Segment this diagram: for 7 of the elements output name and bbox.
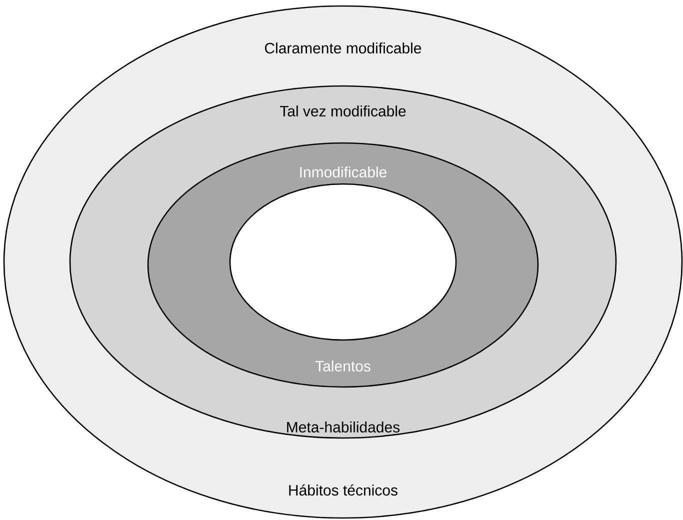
ring-label: Meta-habilidades (287, 422, 400, 432)
ring-label: Claramente modificable (264, 42, 422, 54)
ring-label: Hábitos técnicos (289, 484, 398, 496)
ring-label: Inmodificable (300, 166, 386, 178)
center-ellipse (229, 183, 457, 341)
ring-label: Tal vez modificable (280, 106, 406, 116)
ring-label: Talentos (315, 360, 370, 372)
